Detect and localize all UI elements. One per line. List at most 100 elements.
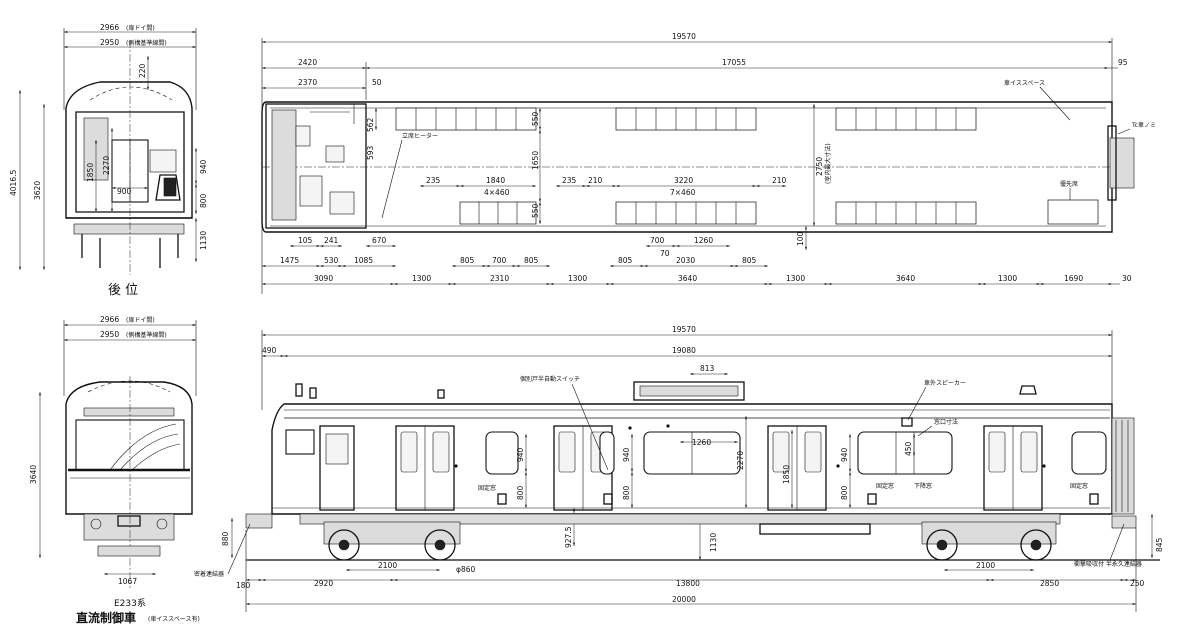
- dim-label: 2966: [100, 23, 119, 32]
- car-note: (車イススペース有): [148, 615, 200, 623]
- marker-dot: [836, 464, 840, 468]
- door-window: [804, 431, 822, 473]
- dim-label: 845: [1155, 537, 1164, 552]
- axle: [338, 539, 350, 551]
- heater-label: 立席ヒーター: [402, 132, 438, 140]
- coupler-rear-label: 衝撃吸収付 半永久連結器: [1074, 560, 1142, 568]
- axle: [1030, 539, 1042, 551]
- side-elevation: 19570 490 19080 813 個別戸半自動スイッ: [194, 325, 1164, 612]
- dim-label: 1650: [531, 151, 540, 170]
- dim-note: (側構基準線間): [126, 39, 167, 47]
- dim-label: 2950: [100, 330, 119, 339]
- dim-label: 17055: [722, 58, 746, 67]
- dim-label: 593: [366, 145, 375, 160]
- dim-label: 235: [562, 176, 577, 185]
- dim-label: 2100: [378, 561, 397, 570]
- priority-seat-label: 優先席: [1060, 180, 1078, 188]
- dim-note: (側構基準線間): [126, 331, 167, 339]
- floor-plan: 19570 2420 17055 95 2370 50: [261, 32, 1156, 294]
- dim-label: 2270: [736, 451, 745, 470]
- dim-label: 70: [660, 249, 670, 258]
- dim-label: 1130: [199, 231, 208, 250]
- wheelchair-label: 車イススペース: [1004, 79, 1045, 87]
- dim-label: 2420: [298, 58, 317, 67]
- dim-label: 550: [531, 111, 540, 126]
- door-button: [497, 493, 507, 505]
- dim-note: (扉ドイ間): [126, 24, 155, 32]
- dim-label: 800: [622, 485, 631, 500]
- dim-label: 2100: [976, 561, 995, 570]
- dim-label: 2370: [298, 78, 317, 87]
- dim-label: 2030: [676, 256, 695, 265]
- dim-label: 927.5: [564, 526, 573, 548]
- dim-label: 700: [492, 256, 507, 265]
- dim-label: 1300: [786, 274, 805, 283]
- dim-label: 3640: [678, 274, 697, 283]
- dim-label: 805: [742, 256, 757, 265]
- dim-label: 3640: [29, 465, 38, 484]
- dim-label: 940: [622, 447, 631, 462]
- dim-label: 800: [840, 485, 849, 500]
- tc-label: Tc車ノミ: [1131, 121, 1156, 129]
- dim-note: (室内最大寸法): [824, 143, 832, 184]
- dim-label: 105: [298, 236, 313, 245]
- dim-label: 550: [531, 203, 540, 218]
- dim-label: 1085: [354, 256, 373, 265]
- dim-label: 7×460: [670, 188, 696, 197]
- side-window: [1071, 431, 1107, 475]
- door-button: [867, 493, 877, 505]
- speaker-label: 車外スピーカー: [924, 379, 966, 387]
- dim-label: 800: [199, 193, 208, 208]
- dim-label: 805: [460, 256, 475, 265]
- dim-label: 2310: [490, 274, 509, 283]
- door-window: [1020, 431, 1038, 473]
- window-size-label: 窓口寸法: [934, 418, 958, 426]
- dim-label: 1850: [86, 163, 95, 182]
- dim-label: 1067: [118, 577, 137, 586]
- dim-label: 450: [904, 441, 913, 456]
- dim-label: 2966: [100, 315, 119, 324]
- door-window: [988, 431, 1006, 473]
- side-window: [857, 431, 953, 475]
- dim-label: 2850: [1040, 579, 1059, 588]
- front-end-view: 2966 (扉ドイ間) 2950 (側構基準線間) 3640 880 1067 …: [29, 315, 233, 625]
- door-button: [603, 493, 613, 505]
- marker-dot: [1042, 464, 1046, 468]
- dim-label: 210: [772, 176, 787, 185]
- dim-label: 940: [516, 447, 525, 462]
- dim-label: 940: [199, 159, 208, 174]
- dim-label: 210: [588, 176, 603, 185]
- door-switch-label: 個別戸半自動スイッチ: [520, 375, 580, 383]
- fixed-window-label-a: 固定窓: [478, 484, 496, 492]
- dim-label: 700: [650, 236, 665, 245]
- dim-label: φ860: [456, 565, 475, 574]
- series-label: E233系: [114, 598, 146, 609]
- fixed-window-label-b: 固定窓: [876, 482, 894, 490]
- marker-dot: [666, 424, 670, 428]
- dim-label: 2920: [314, 579, 333, 588]
- dim-label: 1260: [692, 438, 711, 447]
- dim-label: 3640: [896, 274, 915, 283]
- dim-label: 1690: [1064, 274, 1083, 283]
- dim-label: 805: [618, 256, 633, 265]
- dim-label: 30: [1122, 274, 1132, 283]
- car-title: 直流制御車: [76, 610, 136, 625]
- dim-label: 1840: [486, 176, 505, 185]
- coupler-front-label: 密着連結器: [194, 570, 224, 578]
- dim-label: 3620: [33, 181, 42, 200]
- dim-label: 220: [138, 63, 147, 78]
- dim-label: 800: [516, 485, 525, 500]
- dim-note: (扉ドイ間): [126, 316, 155, 324]
- dim-label: 813: [700, 364, 715, 373]
- dim-label: 19080: [672, 346, 696, 355]
- dim-label: 100: [796, 231, 805, 246]
- dim-label: 2950: [100, 38, 119, 47]
- view-title: 後 位: [108, 283, 138, 298]
- side-window: [599, 431, 615, 475]
- side-window: [485, 431, 519, 475]
- door-window: [432, 431, 450, 473]
- dim-label: 1300: [998, 274, 1017, 283]
- dim-label: 180: [236, 581, 251, 590]
- marker-dot: [454, 464, 458, 468]
